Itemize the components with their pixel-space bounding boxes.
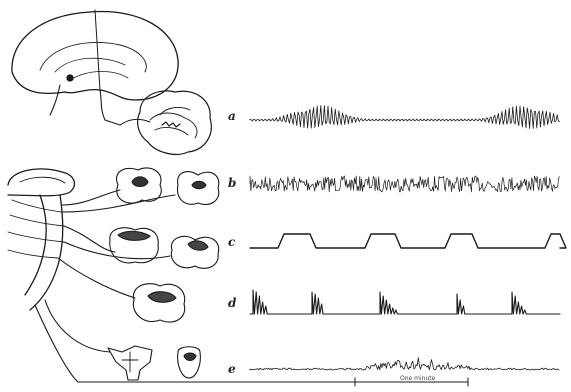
scale-bar-label: One minute xyxy=(400,375,436,382)
brain-sagittal-drawing xyxy=(12,10,178,125)
cross-section-b1 xyxy=(116,168,161,203)
cross-section-b2 xyxy=(177,172,218,205)
cross-section-c1 xyxy=(110,228,158,263)
panel-label-d: d xyxy=(228,296,237,310)
panel-label-e: e xyxy=(228,362,236,376)
trace-d xyxy=(250,290,560,314)
cross-section-d xyxy=(133,284,184,322)
trace-b xyxy=(250,176,560,192)
trace-a xyxy=(250,106,560,129)
trace-c xyxy=(250,234,566,248)
cross-section-e1 xyxy=(108,346,152,380)
trace-e xyxy=(250,358,559,370)
cross-section-c2 xyxy=(171,236,218,268)
panel-label-c: c xyxy=(228,235,236,249)
brainstem-drawing xyxy=(8,169,74,310)
panel-label-a: a xyxy=(228,109,236,123)
connection-lines xyxy=(35,190,355,382)
cross-section-e2 xyxy=(178,347,201,378)
panel-label-b: b xyxy=(228,176,236,190)
